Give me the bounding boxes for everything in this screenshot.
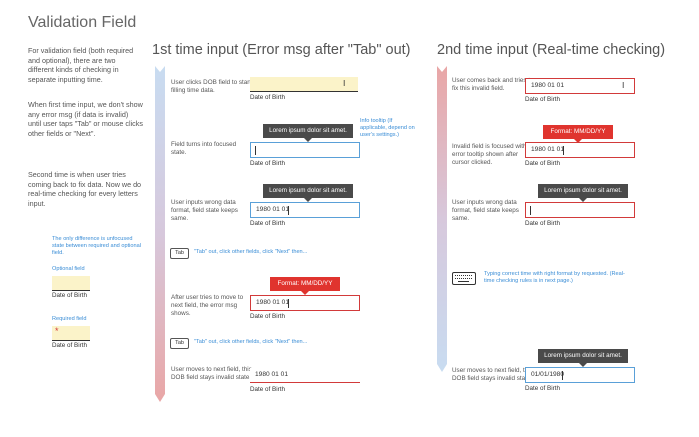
optional-field-sample [52, 276, 90, 291]
tab-key-icon: Tab [170, 248, 189, 259]
text-caret [530, 206, 531, 215]
info-tooltip: Lorem ipsum dolor sit amet. [263, 184, 353, 202]
col1-step-2: Field turns into focused state. [171, 141, 237, 157]
dob-label: Date of Birth [250, 220, 285, 227]
text-caret [288, 206, 289, 215]
text-cursor-icon: Ⅰ [343, 79, 346, 88]
col1-step-1: User clicks DOB field to start filling t… [171, 79, 252, 95]
dob-value: 1980 01 01 [256, 206, 290, 213]
error-tooltip: Format: MM/DD/YY [543, 125, 613, 143]
dob-value: 1980 01 01 [531, 82, 565, 89]
dob-label: Date of Birth [250, 94, 285, 101]
text-cursor-icon: Ⅰ [622, 81, 625, 90]
col1-step-3: User inputs wrong data format, field sta… [171, 199, 238, 223]
dob-field-focused[interactable] [250, 142, 360, 158]
dob-field-unfocused[interactable]: Ⅰ [250, 77, 358, 92]
dob-field-typing[interactable]: 1980 01 01 [250, 202, 360, 218]
required-field-sample [52, 326, 90, 341]
dob-field-invalid[interactable]: 1980 01 01 [250, 368, 360, 383]
col2-step-1: User comes back and tries to fix this in… [452, 77, 534, 93]
dob-value: 01/01/1980 [531, 371, 565, 378]
dob-field-valid[interactable]: 01/01/1980 [525, 367, 635, 383]
tab-out-note: "Tab" out, click other fields, click "Ne… [194, 339, 308, 345]
optional-field-label: Date of Birth [52, 292, 87, 299]
dob-label: Date of Birth [250, 313, 285, 320]
text-caret [255, 146, 256, 155]
error-tooltip: Format: MM/DD/YY [270, 277, 340, 295]
dob-label: Date of Birth [525, 160, 560, 167]
col2-timeline [437, 66, 447, 372]
keyboard-icon [452, 272, 476, 285]
dob-label: Date of Birth [250, 160, 285, 167]
dob-field-empty[interactable] [525, 202, 635, 218]
dob-field-error[interactable]: 1980 01 01 Ⅰ [525, 78, 635, 94]
info-tooltip: Lorem ipsum dolor sit amet. [538, 184, 628, 202]
dob-field-error-focused[interactable]: 1980 01 01 [525, 142, 635, 158]
legend-optional-label: Optional field [52, 266, 85, 272]
intro-paragraph-1: For validation field (both required and … [28, 46, 134, 84]
col2-step-4: User moves to next field, this DOB field… [452, 367, 533, 383]
col1-step-4: After user tries to move to next field, … [171, 294, 244, 318]
dob-label: Date of Birth [250, 386, 285, 393]
info-tooltip-note: Info tooltip (If applicable, depend on u… [360, 118, 415, 139]
dob-field-error[interactable]: 1980 01 01 [250, 295, 360, 311]
tab-out-note: "Tab" out, click other fields, click "Ne… [194, 249, 308, 255]
text-caret [563, 146, 564, 155]
legend-required-label: Required field [52, 316, 87, 322]
intro-paragraph-2: When first time input, we don't show any… [28, 100, 143, 138]
legend-note: The only difference is unfocused state b… [52, 236, 141, 257]
intro-paragraph-3: Second time is when user tries coming ba… [28, 170, 142, 208]
col2-title: 2nd time input (Real-time checking) [437, 42, 666, 58]
dob-label: Date of Birth [525, 385, 560, 392]
dob-label: Date of Birth [525, 96, 560, 103]
col2-step-2: Invalid field is focused with error tool… [452, 143, 527, 167]
dob-value: 1980 01 01 [255, 371, 289, 378]
col1-step-5: User moves to next field, this DOB field… [171, 366, 252, 382]
tab-key-icon: Tab [170, 338, 189, 349]
dob-label: Date of Birth [525, 220, 560, 227]
page-title: Validation Field [28, 14, 137, 31]
text-caret [562, 371, 563, 380]
keyboard-note: Typing correct time with right format by… [484, 271, 625, 285]
col1-title: 1st time input (Error msg after "Tab" ou… [152, 42, 411, 58]
col1-timeline [155, 66, 165, 402]
text-caret [288, 299, 289, 308]
required-field-label: Date of Birth [52, 342, 87, 349]
dob-value: 1980 01 01 [256, 299, 290, 306]
dob-value: 1980 01 01 [531, 146, 565, 153]
col2-step-3: User inputs wrong data format, field sta… [452, 199, 519, 223]
info-tooltip: Lorem ipsum dolor sit amet. [263, 124, 353, 142]
info-tooltip: Lorem ipsum dolor sit amet. [538, 349, 628, 367]
required-asterisk: * [55, 326, 59, 336]
